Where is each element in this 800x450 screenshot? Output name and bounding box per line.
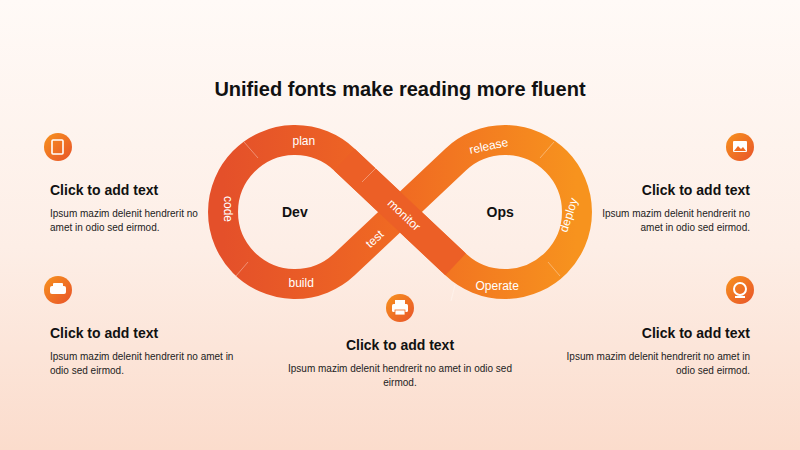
block-heading: Click to add text — [280, 336, 520, 354]
block-body: Ipsum mazim delenit hendrerit no amet in… — [50, 350, 245, 378]
block-body: Ipsum mazim delenit hendrerit no amet in… — [280, 362, 520, 390]
block-heading: Click to add text — [555, 324, 750, 342]
slide-title: Unified fonts make reading more fluent — [0, 78, 800, 101]
loop-center-label: Ops — [487, 205, 514, 219]
block-body: Ipsum mazim delenit hendrerit no amet in… — [50, 207, 200, 235]
block-body: Ipsum mazim delenit hendrerit no amet in… — [555, 350, 750, 378]
loop-stage-label: code — [221, 196, 235, 222]
icon — [44, 133, 754, 322]
text-block: Click to add textIpsum mazim delenit hen… — [600, 181, 750, 235]
block-body: Ipsum mazim delenit hendrerit no amet in… — [600, 207, 750, 235]
text-block: Click to add textIpsum mazim delenit hen… — [50, 324, 245, 378]
loop-center-label: Dev — [282, 205, 308, 219]
block-heading: Click to add text — [50, 324, 245, 342]
text-block: Click to add textIpsum mazim delenit hen… — [280, 336, 520, 390]
loop-stage-label: build — [289, 276, 314, 290]
text-block: Click to add textIpsum mazim delenit hen… — [555, 324, 750, 378]
block-heading: Click to add text — [50, 181, 200, 199]
text-block: Click to add textIpsum mazim delenit hen… — [50, 181, 200, 235]
loop-stage-label: plan — [293, 134, 316, 148]
loop-stage-label: Operate — [476, 279, 519, 293]
block-heading: Click to add text — [600, 181, 750, 199]
